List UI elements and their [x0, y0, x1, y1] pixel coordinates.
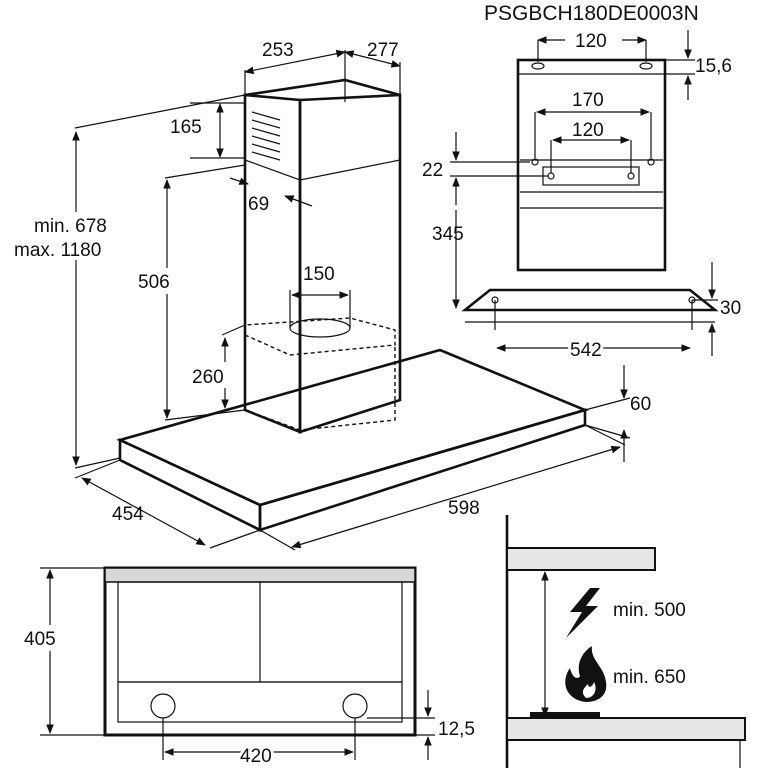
drawing-shape [244, 78, 401, 97]
dimension-line [627, 172, 635, 180]
dimension-line [244, 49, 346, 75]
lightning-icon [566, 588, 600, 638]
clearance-view: min. 500 min. 650 [505, 515, 746, 768]
dimension-line [639, 62, 653, 70]
dimension-line [117, 681, 403, 723]
dimension-line [251, 119, 281, 129]
dim-bracket-width: 170 [572, 90, 604, 111]
dim-canopy-width: 598 [448, 498, 480, 519]
dimension-line [647, 158, 655, 166]
gas-clearance: min. 650 [613, 667, 686, 688]
dim-bottom-depth: 405 [24, 629, 56, 650]
dim-chimney-width: 253 [262, 40, 294, 61]
dimension-line [344, 50, 401, 68]
vent-slots-icon [251, 111, 281, 161]
dimension-line [221, 324, 246, 336]
dim-canopy-height: 60 [630, 394, 651, 415]
dimension-line [584, 397, 631, 411]
bottom-view: 405 420 12,5 [20, 566, 475, 768]
drawing-shape [244, 325, 396, 431]
dimension-line [284, 195, 313, 207]
dim-light-offset: 12,5 [438, 719, 475, 740]
dimension-line [251, 111, 281, 121]
dim-chimney-lower-height: 506 [138, 272, 170, 293]
drawing-shape [104, 567, 416, 583]
dim-bracket-height: 345 [432, 224, 464, 245]
dimension-line [74, 457, 121, 469]
flame-icon [565, 646, 607, 702]
drawing-shape [134, 268, 190, 294]
drawing-shape [10, 212, 135, 260]
dim-filter-height: 260 [192, 367, 224, 388]
dim-base-hole-spacing: 542 [570, 340, 602, 361]
dimension-line [547, 172, 555, 180]
drawing-shape [188, 362, 240, 388]
dim-outlet-diameter: 150 [303, 264, 335, 285]
chimney-left-face [243, 93, 302, 434]
dimension-line [74, 94, 246, 129]
dimension-line [531, 158, 539, 166]
dimension-line [164, 164, 246, 179]
dim-bracket-hole-spacing: 120 [572, 120, 604, 141]
dim-top-offset: 15,6 [695, 56, 732, 77]
light-icon [342, 693, 368, 719]
dim-vent-offset: 69 [248, 194, 269, 215]
dim-chimney-depth: 277 [367, 40, 399, 61]
dimension-line [251, 127, 281, 137]
model-code: PSGBCH180DE0003N [484, 2, 699, 25]
dimension-line [251, 151, 281, 161]
dim-height-min: min. 678 [34, 216, 107, 237]
drawing-shape [20, 625, 75, 651]
dim-canopy-depth: 454 [112, 504, 144, 525]
dimension-line [542, 166, 640, 186]
dimension-line [164, 409, 246, 421]
dimension-line [209, 529, 261, 549]
dim-vent-height: 165 [170, 117, 202, 138]
electric-clearance: min. 500 [613, 600, 686, 621]
dim-base-offset: 30 [720, 298, 741, 319]
dim-light-spacing: 420 [240, 746, 272, 767]
dimension-line [229, 177, 249, 185]
drawing-shape [530, 712, 600, 718]
dimension-line [251, 135, 281, 145]
dimension-line [584, 424, 626, 446]
filter-box-top [244, 317, 396, 356]
dim-hole-spacing-top: 120 [575, 31, 607, 52]
dimension-line [531, 62, 545, 70]
bracket-view: 120 15,6 170 120 22 345 30 542 [422, 30, 741, 364]
drawing-shape [461, 288, 719, 312]
dim-height-max: max. 1180 [14, 240, 101, 261]
dimension-line [81, 477, 206, 546]
dimension-line [251, 143, 281, 153]
dimension-line [244, 159, 401, 181]
light-icon [150, 693, 176, 719]
hob-profile [506, 717, 746, 741]
hood-profile [506, 547, 656, 571]
dim-bracket-offset: 22 [422, 160, 443, 181]
dimension-line [491, 296, 499, 304]
hood-perspective: 253 277 165 min. 678 max. 1180 69 506 15… [10, 40, 651, 551]
dimension-line [291, 445, 621, 549]
dimension-line [259, 529, 296, 551]
dimension-line [74, 459, 121, 479]
drawing-shape [516, 58, 667, 272]
